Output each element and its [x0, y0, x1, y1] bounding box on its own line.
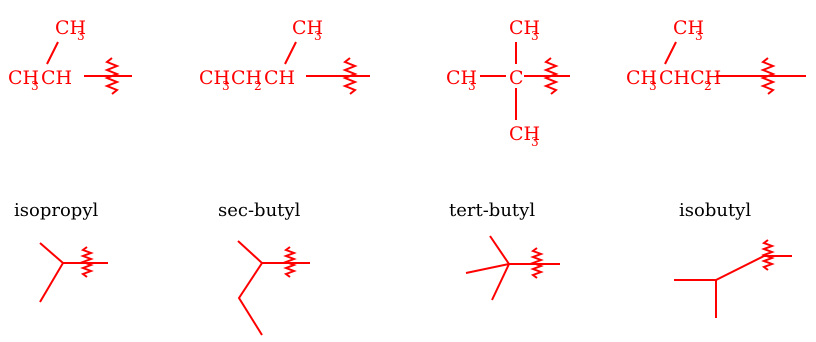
sec-butyl-label: sec-butyl [218, 200, 301, 221]
tert-butyl-left-ch: CH [446, 67, 477, 89]
tert-butyl-skeletal-top [489, 235, 510, 265]
tert-butyl-skeletal-bottom [491, 263, 510, 301]
isopropyl-skeletal-branches [39, 242, 65, 303]
sec-butyl-top-ch: CH [292, 17, 323, 39]
isopropyl-condensed-formula: CH 3 CH 3 CH [8, 17, 132, 95]
sec-butyl-skeletal [237, 240, 310, 336]
tert-butyl-bottom-sub: 3 [531, 135, 539, 149]
sec-butyl-condensed-formula: CH 3 CH 3 CH 2 CH [199, 17, 370, 95]
tert-butyl-center-c: C [509, 67, 524, 89]
sec-butyl-skeletal-chain [237, 240, 264, 336]
isobutyl-ch3-sub: 3 [649, 79, 657, 93]
isobutyl-skeletal-wavy [761, 239, 775, 271]
tert-butyl-skeletal [465, 235, 560, 301]
isopropyl-branch-bond [46, 41, 59, 65]
isobutyl-label: isobutyl [679, 200, 752, 221]
isopropyl-label: isopropyl [14, 200, 99, 221]
isobutyl-ch3: CH [626, 67, 657, 89]
isopropyl-top-sub: 3 [77, 29, 85, 43]
tert-butyl-wavy-bond [543, 57, 559, 95]
isobutyl-chch2-sub: 2 [704, 79, 712, 93]
isopropyl-ch3: CH [8, 67, 39, 89]
isobutyl-wavy-bond [760, 57, 776, 95]
sec-butyl-ch: CH [264, 67, 295, 89]
isobutyl-skeletal-chain [674, 255, 792, 281]
isopropyl-ch3-sub: 3 [31, 79, 39, 93]
tert-butyl-condensed-formula: CH 3 CH 3 C CH 3 [446, 17, 570, 149]
isobutyl-top-sub: 3 [695, 29, 703, 43]
isopropyl-skeletal [39, 242, 108, 303]
tert-butyl-bottom-ch: CH [509, 123, 540, 145]
sec-butyl-branch-bond [284, 41, 297, 65]
isopropyl-skeletal-wavy [80, 246, 94, 278]
sec-butyl-ch3: CH [199, 67, 230, 89]
tert-butyl-label: tert-butyl [449, 200, 536, 221]
tert-butyl-skeletal-left [465, 263, 510, 274]
sec-butyl-ch2-sub: 2 [254, 79, 262, 93]
isopropyl-ch: CH [41, 67, 72, 89]
sec-butyl-ch3-sub: 3 [222, 79, 230, 93]
tert-butyl-left-sub: 3 [468, 79, 476, 93]
isobutyl-branch-bond [664, 41, 677, 65]
sec-butyl-skeletal-wavy [283, 246, 297, 278]
isobutyl-skeletal [674, 239, 792, 318]
isobutyl-condensed-formula: CH 3 CH 3 CHCH 2 [626, 17, 806, 95]
sec-butyl-top-sub: 3 [314, 29, 322, 43]
isobutyl-top-ch: CH [673, 17, 704, 39]
isopropyl-top-ch: CH [55, 17, 86, 39]
isobutyl-chch2: CHCH [659, 67, 721, 89]
tert-butyl-top-sub: 3 [531, 29, 539, 43]
sec-butyl-ch2: CH [231, 67, 262, 89]
isopropyl-wavy-bond [104, 57, 120, 95]
sec-butyl-wavy-bond [342, 57, 358, 95]
tert-butyl-skeletal-wavy [530, 247, 544, 279]
tert-butyl-top-ch: CH [509, 17, 540, 39]
